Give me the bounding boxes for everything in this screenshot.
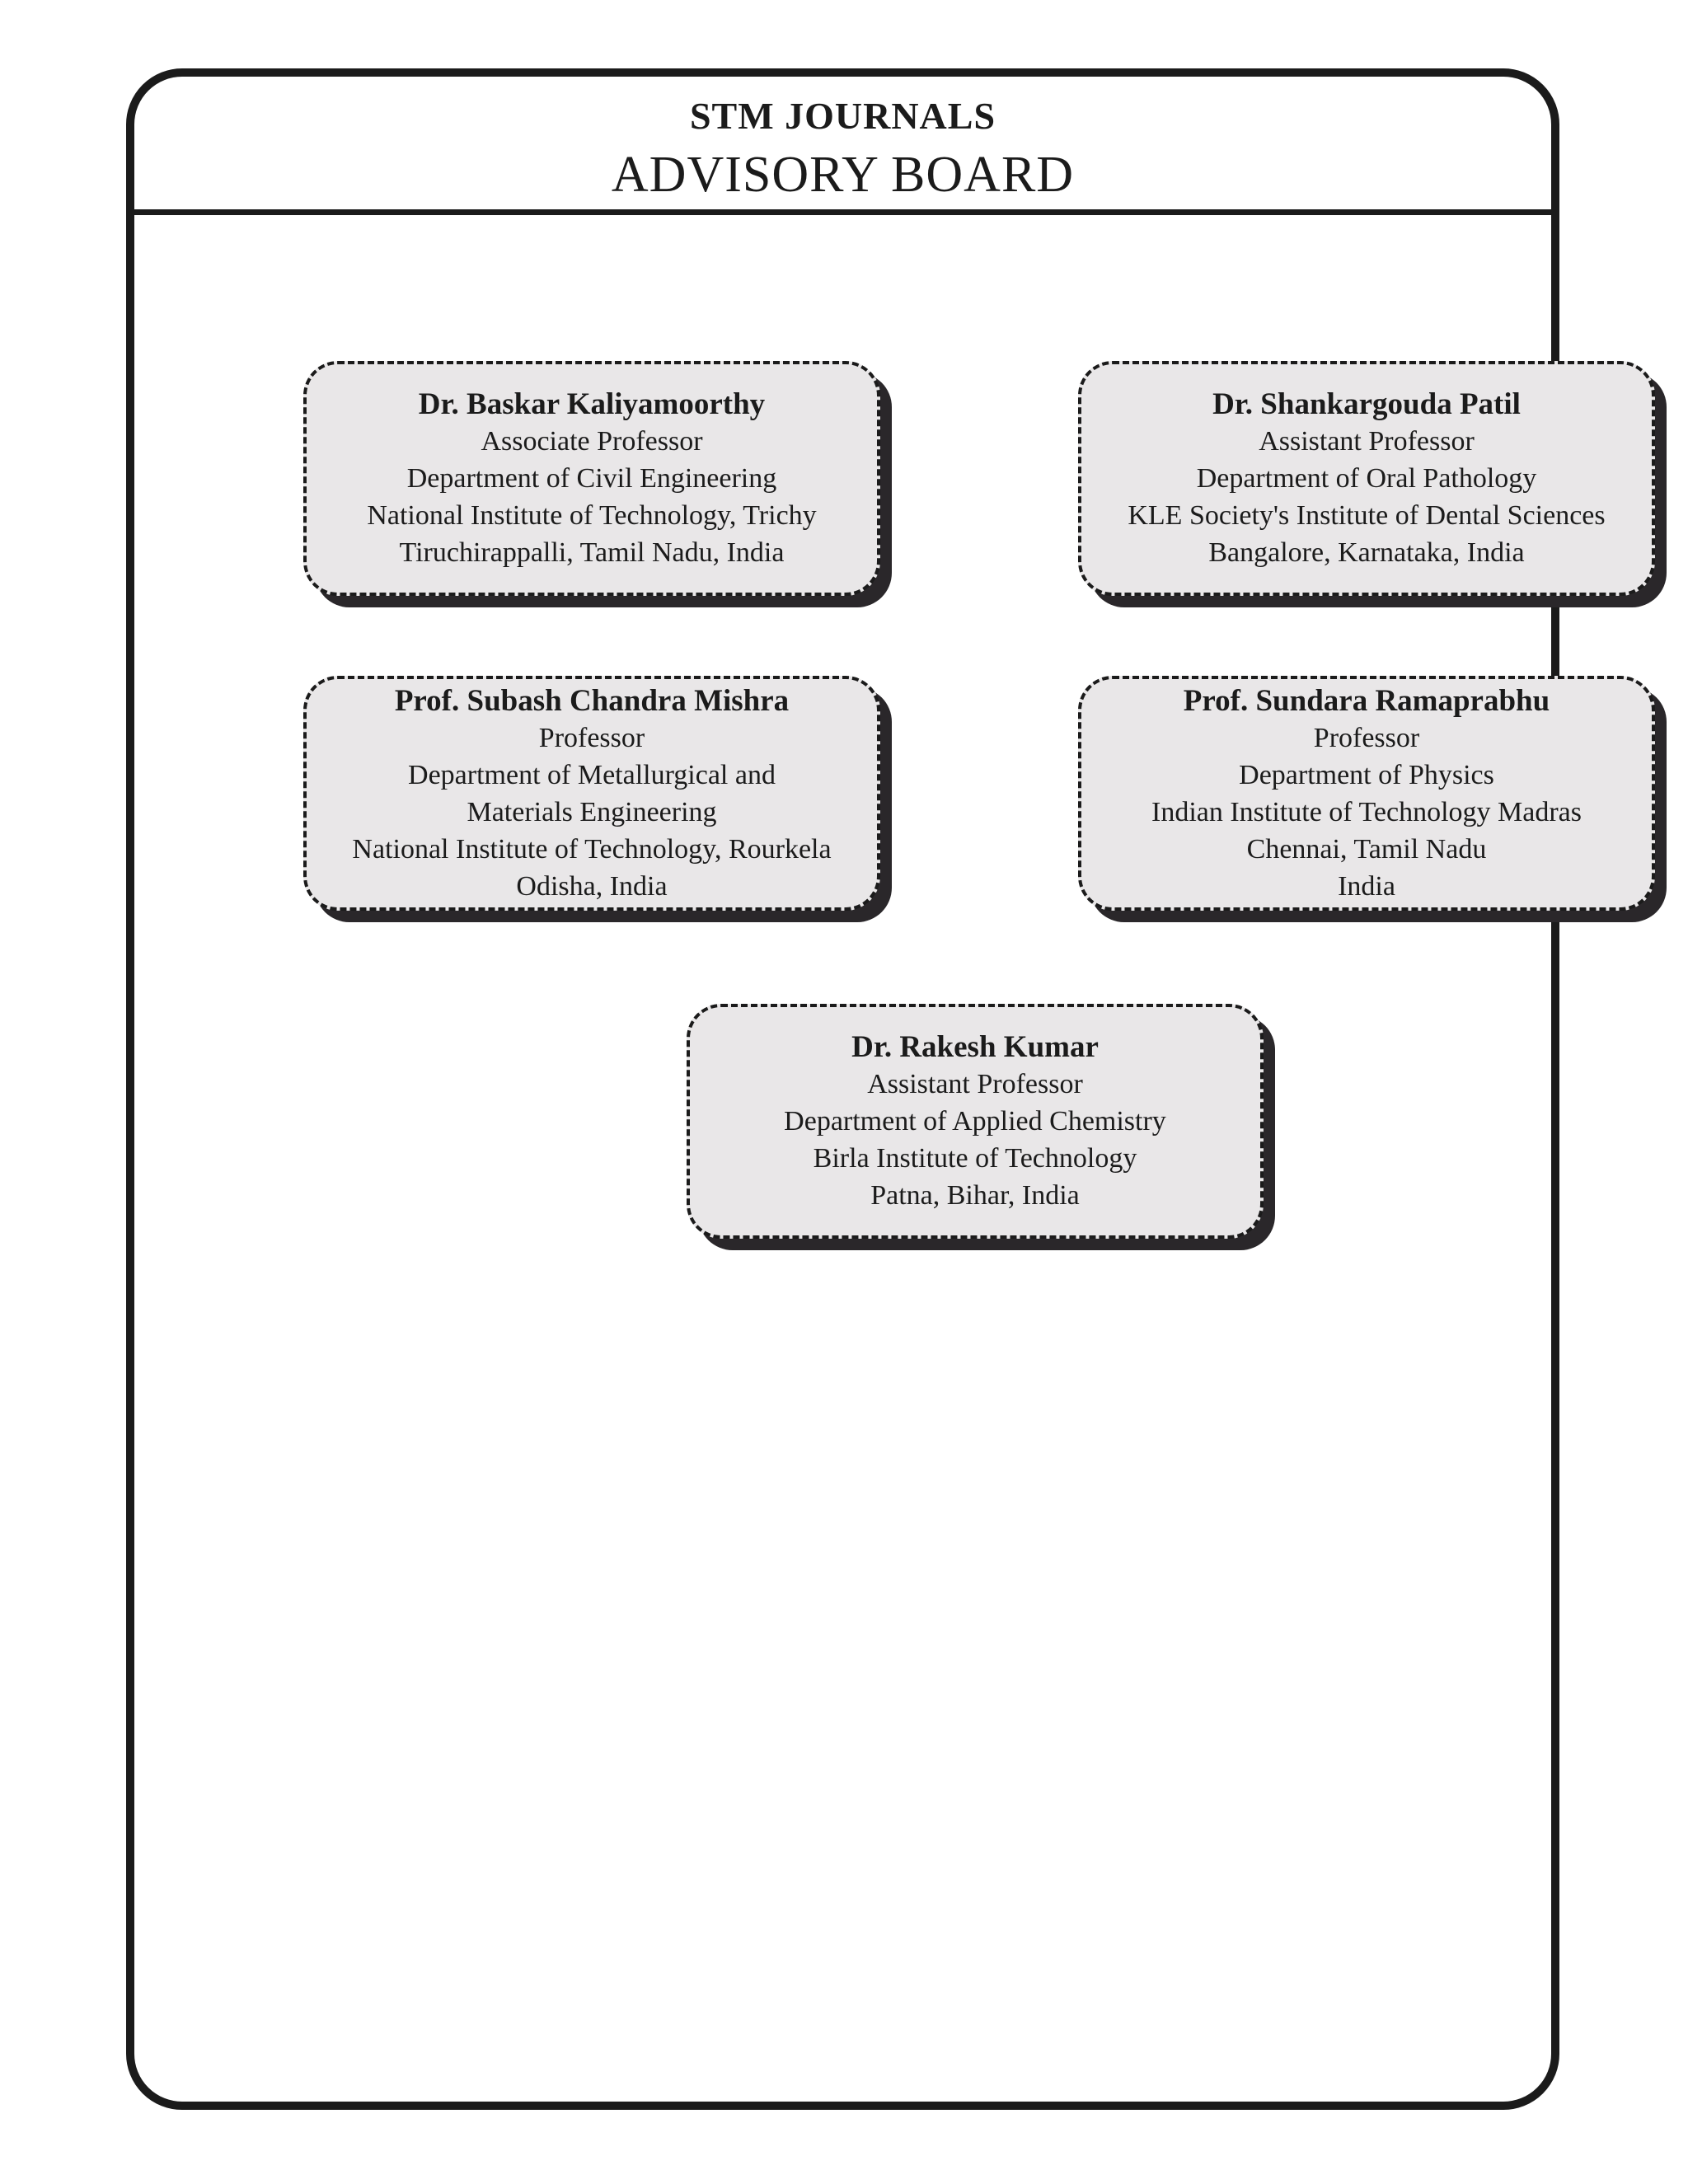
publisher-name: STM JOURNALS — [689, 95, 996, 137]
member-country: India — [1338, 870, 1395, 902]
member-location: Tiruchirappalli, Tamil Nadu, India — [399, 537, 785, 568]
member-card: Dr. Rakesh Kumar Assistant Professor Dep… — [687, 1004, 1264, 1239]
page-title: ADVISORY BOARD — [611, 147, 1075, 203]
member-role: Associate Professor — [481, 426, 703, 457]
member-location: Bangalore, Karnataka, India — [1208, 537, 1525, 568]
member-department: Department of Applied Chemistry — [784, 1106, 1166, 1137]
member-role: Professor — [538, 722, 645, 753]
member-name: Dr. Baskar Kaliyamoorthy — [418, 387, 766, 421]
member-card: Prof. Subash Chandra Mishra Professor De… — [303, 676, 880, 911]
member-role: Professor — [1313, 722, 1420, 753]
member-role: Assistant Professor — [867, 1069, 1083, 1099]
member-institute: Birla Institute of Technology — [813, 1143, 1137, 1174]
member-card: Dr. Baskar Kaliyamoorthy Associate Profe… — [303, 361, 880, 596]
member-institute: KLE Society's Institute of Dental Scienc… — [1128, 500, 1606, 531]
member-name: Prof. Subash Chandra Mishra — [394, 683, 790, 718]
member-department-cont: Materials Engineering — [467, 796, 717, 827]
member-institute: National Institute of Technology, Rourke… — [352, 833, 832, 865]
member-role: Assistant Professor — [1259, 426, 1475, 457]
member-city: Chennai, Tamil Nadu — [1246, 833, 1487, 865]
member-department: Department of Oral Pathology — [1196, 463, 1537, 494]
member-card: Prof. Sundara Ramaprabhu Professor Depar… — [1078, 676, 1655, 911]
member-department: Department of Civil Engineering — [406, 463, 777, 494]
page-header: STM JOURNALS ADVISORY BOARD — [134, 77, 1551, 215]
member-institute: Indian Institute of Technology Madras — [1151, 796, 1582, 827]
member-name: Dr. Rakesh Kumar — [851, 1030, 1099, 1064]
member-name: Dr. Shankargouda Patil — [1212, 387, 1521, 421]
member-location: Patna, Bihar, India — [870, 1180, 1080, 1211]
member-institute: National Institute of Technology, Trichy — [367, 500, 817, 531]
member-department: Department of Physics — [1239, 759, 1494, 790]
member-card: Dr. Shankargouda Patil Assistant Profess… — [1078, 361, 1655, 596]
member-department: Department of Metallurgical and — [408, 759, 776, 790]
page-frame: STM JOURNALS ADVISORY BOARD Dr. Baskar K… — [126, 68, 1655, 2110]
member-name: Prof. Sundara Ramaprabhu — [1183, 683, 1550, 718]
member-location: Odisha, India — [516, 870, 668, 902]
